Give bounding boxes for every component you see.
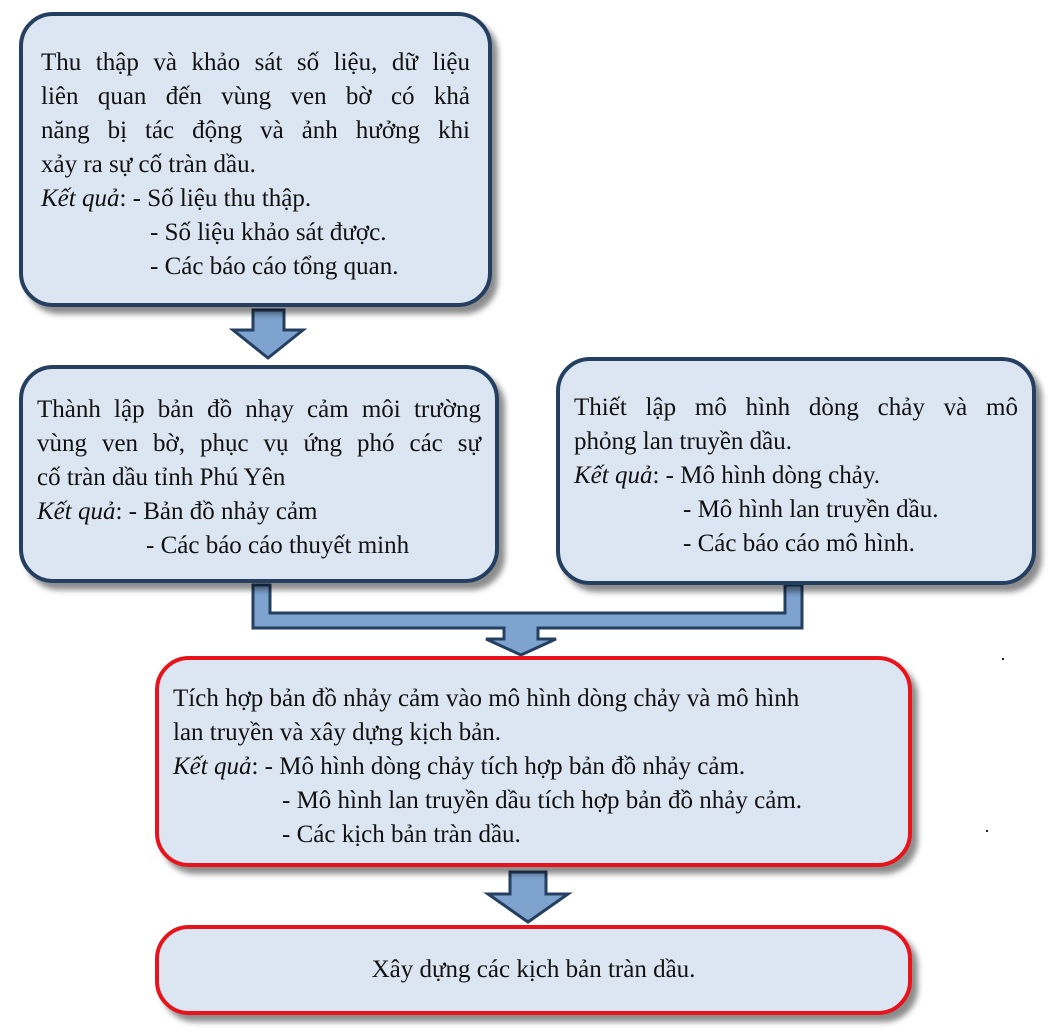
model-result-item-3: - Các báo cáo mô hình. [683, 530, 915, 557]
merge-connector [251, 583, 804, 657]
result-label: Kết quả [41, 185, 120, 212]
scenario-box: Xây dựng các kịch bản tràn dầu. [155, 925, 912, 1015]
sensitivity-map-box: Thành lập bản đồ nhạy cảm môi trường vùn… [19, 365, 499, 583]
stray-dot [1002, 658, 1004, 660]
collect-result-item-3: - Các báo cáo tổng quan. [150, 253, 399, 280]
map-line-2: vùng ven bờ, phục vụ ứng phó các sự [37, 430, 481, 457]
map-result-row: Kết quả: - Bản đồ nhảy cảm [37, 498, 318, 525]
integrate-result-item-1: - Mô hình dòng chảy tích hợp bản đồ nhảy… [264, 753, 746, 780]
collect-line-3: năng bị tác động và ảnh hưởng khi [41, 117, 470, 144]
result-label: Kết quả [173, 753, 252, 780]
collect-result-item-1: - Số liệu thu thập. [132, 185, 312, 212]
model-result-item-1: - Mô hình dòng chảy. [665, 462, 880, 489]
collect-line-4: xảy ra sự cố tràn dầu. [41, 151, 256, 178]
arrow-collect-to-map [228, 308, 308, 360]
flow-model-box: Thiết lập mô hình dòng chảy và mô phỏng … [556, 357, 1036, 585]
integrate-line-2: lan truyền và xây dựng kịch bản. [173, 719, 502, 746]
integration-box: Tích hợp bản đồ nhảy cảm vào mô hình dòn… [155, 656, 912, 867]
integrate-result-item-3: - Các kịch bản tràn dầu. [282, 821, 521, 848]
collect-line-2: liên quan đến vùng ven bờ có khả [41, 83, 470, 110]
stray-dot [986, 830, 988, 832]
model-result-row: Kết quả: - Mô hình dòng chảy. [574, 462, 880, 489]
integrate-result-row: Kết quả: - Mô hình dòng chảy tích hợp bả… [173, 753, 746, 780]
collect-data-box: Thu thập và khảo sát số liệu, dữ liệu li… [19, 12, 492, 307]
model-result-item-2: - Mô hình lan truyền dầu. [683, 496, 939, 523]
collect-line-1: Thu thập và khảo sát số liệu, dữ liệu [41, 49, 470, 76]
result-label: Kết quả [574, 462, 653, 489]
result-label: Kết quả [37, 498, 116, 525]
collect-result-row: Kết quả: - Số liệu thu thập. [41, 185, 312, 212]
collect-result-item-2: - Số liệu khảo sát được. [150, 219, 387, 246]
integrate-result-item-2: - Mô hình lan truyền dầu tích hợp bản đồ… [282, 787, 803, 814]
model-line-1: Thiết lập mô hình dòng chảy và mô [574, 394, 1018, 421]
arrow-integrate-to-scenario [483, 870, 573, 924]
map-result-item-1: - Bản đồ nhảy cảm [128, 498, 318, 525]
map-line-1: Thành lập bản đồ nhạy cảm môi trường [37, 396, 481, 423]
integrate-line-1: Tích hợp bản đồ nhảy cảm vào mô hình dòn… [173, 685, 800, 712]
model-line-2: phỏng lan truyền dầu. [574, 428, 793, 455]
map-result-item-2: - Các báo cáo thuyết minh [146, 532, 410, 559]
map-line-3: cố tràn dầu tỉnh Phú Yên [37, 464, 286, 491]
scenario-text: Xây dựng các kịch bản tràn dầu. [371, 956, 696, 983]
